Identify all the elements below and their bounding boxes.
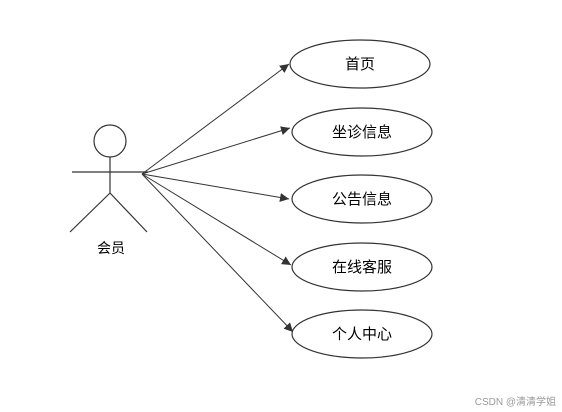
use-case-ellipse xyxy=(291,309,433,359)
actor-left-leg xyxy=(69,192,111,233)
use-case-label: 公告信息 xyxy=(332,190,392,208)
use-case-label: 在线客服 xyxy=(332,258,392,276)
association-arrow xyxy=(141,63,290,175)
association-arrow xyxy=(141,126,291,175)
use-case-announcement-info: 公告信息 xyxy=(291,174,433,224)
use-case-label: 首页 xyxy=(345,55,375,73)
use-case-home: 首页 xyxy=(289,39,431,89)
use-case-label: 坐诊信息 xyxy=(332,123,392,141)
actor-label: 会员 xyxy=(97,241,125,257)
use-case-personal-center: 个人中心 xyxy=(291,309,433,359)
association-arrow xyxy=(141,173,292,266)
actor-head xyxy=(93,124,127,158)
associations xyxy=(141,63,294,333)
use-case-label: 个人中心 xyxy=(332,325,392,343)
use-case-ellipse xyxy=(291,107,433,157)
use-case-ellipse xyxy=(291,174,433,224)
use-case-consultation-info: 坐诊信息 xyxy=(291,107,433,157)
association-arrow xyxy=(141,173,290,202)
actor-right-leg xyxy=(109,192,148,233)
association-arrow xyxy=(141,173,294,333)
watermark-text: CSDN @清清学姐 xyxy=(474,397,556,408)
actor-figure xyxy=(69,124,148,233)
use-case-online-service: 在线客服 xyxy=(291,242,433,292)
use-case-ellipse xyxy=(291,242,433,292)
use-case-ellipse xyxy=(289,39,431,89)
